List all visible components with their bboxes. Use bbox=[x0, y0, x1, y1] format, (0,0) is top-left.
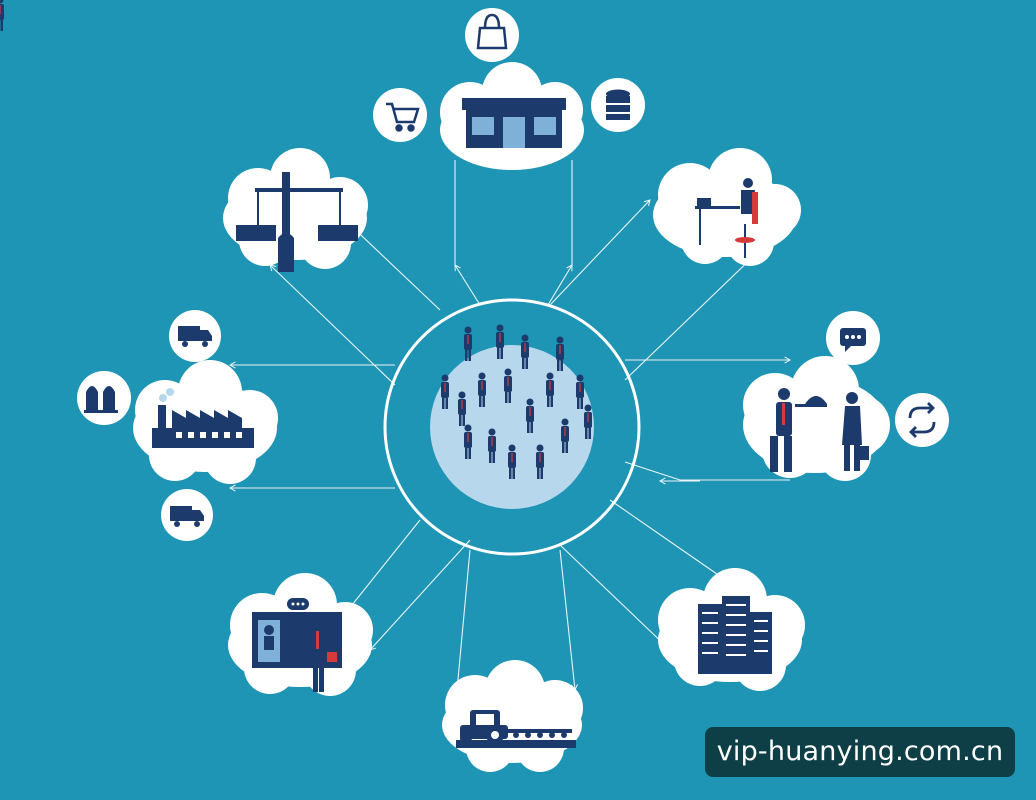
people-crowd-icon bbox=[0, 0, 592, 479]
coin-stack-icon bbox=[606, 89, 630, 120]
satellite-delivery-truck-bottom bbox=[161, 489, 213, 541]
cloud-node-presentation bbox=[228, 573, 373, 696]
storage-silos-icon bbox=[84, 386, 118, 413]
satellite-coin-stack bbox=[591, 78, 645, 132]
factory-icon bbox=[152, 388, 254, 448]
satellite-chat-bubble bbox=[826, 311, 880, 365]
delivery-truck-icon bbox=[170, 506, 204, 527]
satellite-shopping-bag bbox=[465, 8, 519, 62]
skyscrapers-icon bbox=[698, 596, 772, 674]
satellite-delivery-truck-top bbox=[169, 310, 221, 362]
cloud-node-office-worker bbox=[653, 148, 801, 266]
satellite-refresh bbox=[895, 393, 949, 447]
waiter-serving-icon bbox=[770, 388, 869, 472]
cloud-node-city bbox=[658, 568, 805, 691]
shopping-bag-icon bbox=[476, 13, 508, 50]
watermark: vip-huanying.com.cn bbox=[705, 727, 1015, 777]
cloud-node-factory bbox=[133, 360, 278, 484]
delivery-truck-icon bbox=[178, 326, 212, 347]
satellite-shopping-cart bbox=[373, 88, 427, 142]
center-hub bbox=[0, 0, 641, 556]
storefront-icon bbox=[462, 98, 566, 148]
crane-icon bbox=[236, 172, 358, 272]
refresh-icon bbox=[908, 402, 936, 438]
shopping-cart-icon bbox=[386, 102, 420, 132]
cloud-node-shop bbox=[440, 62, 584, 170]
cloud-node-construction bbox=[223, 148, 368, 272]
tractor-icon bbox=[456, 710, 576, 748]
presenter-board-icon bbox=[252, 598, 342, 692]
cloud-node-farming bbox=[442, 660, 583, 772]
chat-bubble-icon bbox=[840, 328, 866, 352]
cloud-node-service bbox=[743, 356, 890, 481]
desk-worker-icon bbox=[695, 178, 758, 258]
satellite-storage-silos bbox=[77, 371, 131, 425]
